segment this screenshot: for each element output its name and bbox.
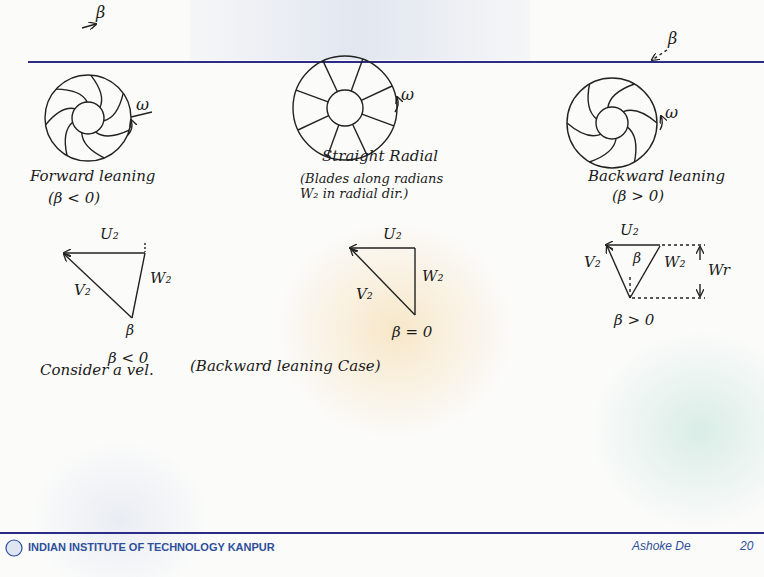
omega-label: ω: [401, 86, 414, 104]
impeller-blade: [608, 84, 635, 108]
impeller-blade: [588, 84, 596, 119]
rim: [567, 78, 657, 168]
velocity-label: W₂: [150, 270, 171, 287]
rotation-arrow: [128, 120, 132, 135]
institute-logo: [6, 540, 22, 556]
velocity-label: U₂: [383, 226, 402, 243]
impeller-blade: [104, 93, 123, 121]
note-text: Consider a vel.: [40, 362, 154, 379]
beta-arrow: [652, 50, 667, 60]
impeller-blade: [298, 116, 329, 130]
impeller-blade: [362, 114, 394, 126]
omega-label: ω: [665, 104, 678, 122]
velocity-label: U₂: [620, 222, 639, 239]
velocity-label: W₂: [664, 254, 685, 271]
omega-label: ω: [136, 96, 149, 114]
type-label: Straight Radial: [322, 148, 438, 165]
impeller-blade: [65, 122, 72, 155]
beta-arrow: [82, 24, 96, 28]
velocity-label: Wr: [708, 262, 730, 279]
note-text: (Backward leaning Case): [190, 358, 381, 375]
author-name: Ashoke De: [632, 540, 691, 554]
impeller-blade: [628, 127, 636, 162]
note-text: (Blades along radians W₂ in radial dir.): [300, 172, 450, 202]
beta-label: β: [668, 30, 677, 48]
impeller-blade: [623, 110, 657, 123]
velocity-label: W₂: [422, 268, 443, 285]
impeller-blade: [56, 89, 87, 102]
angle-condition: (β < 0): [48, 190, 100, 207]
angle-condition: β > 0: [614, 312, 654, 329]
impeller-blade: [96, 130, 130, 136]
velocity-label: U₂: [100, 226, 119, 243]
impeller-blade: [323, 61, 337, 92]
velocity-label: V₂: [584, 254, 601, 271]
hub: [72, 102, 104, 134]
footer-rule: [0, 532, 764, 534]
angle-label: β: [126, 322, 134, 338]
rotation-arrow: [395, 97, 398, 112]
impeller-blade: [361, 86, 392, 100]
hub: [327, 90, 363, 126]
page-number: 20: [740, 540, 753, 554]
angle-condition: (β > 0): [612, 188, 664, 205]
impeller-sketches: [45, 24, 667, 168]
velocity-label: V₂: [356, 286, 373, 303]
velocity-label: V₂: [74, 282, 91, 299]
angle-condition: β = 0: [392, 324, 432, 341]
impeller-blade: [590, 139, 617, 163]
angle-label: β: [633, 250, 641, 266]
institute-name: INDIAN INSTITUTE OF TECHNOLOGY KANPUR: [28, 541, 275, 554]
beta-label: β: [96, 4, 105, 22]
type-label: Forward leaning: [30, 168, 155, 185]
rim: [45, 75, 131, 161]
velocity-triangles: [64, 243, 705, 318]
impeller-blade: [567, 123, 601, 136]
title-band: [190, 0, 530, 60]
impeller-blade: [351, 59, 363, 91]
hub: [596, 107, 628, 139]
top-rule: [28, 61, 764, 63]
impeller-blade: [82, 133, 104, 158]
rim: [293, 56, 397, 160]
type-label: Backward leaning: [588, 168, 725, 185]
rotation-arrow: [660, 116, 662, 130]
impeller-blade: [46, 108, 75, 125]
impeller-blade: [91, 75, 102, 107]
impeller-blade: [296, 90, 328, 102]
